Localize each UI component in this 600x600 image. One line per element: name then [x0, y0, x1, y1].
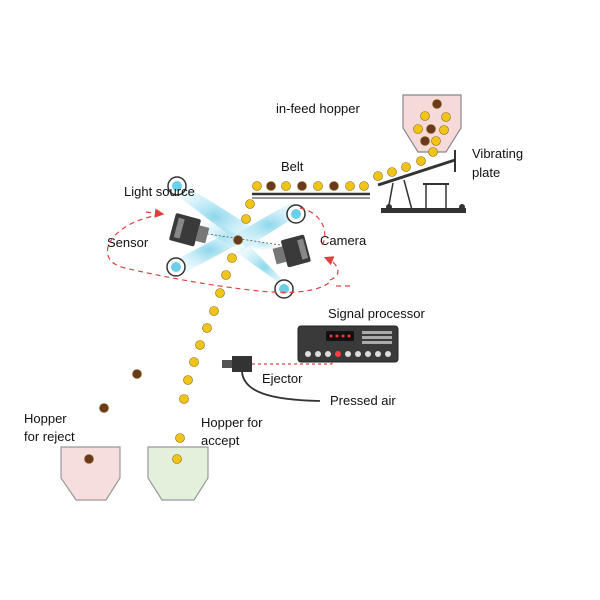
- bean-bad: [426, 124, 436, 134]
- signal-processor: [297, 325, 399, 363]
- bean-good: [179, 394, 189, 404]
- lamp-bottom-left: [166, 257, 186, 277]
- bean-good: [387, 167, 397, 177]
- hopper-reject-label-line2: for reject: [24, 429, 75, 444]
- bean-good: [359, 181, 369, 191]
- belt: [252, 192, 370, 199]
- signal-loop: [106, 207, 350, 293]
- belt-label: Belt: [281, 159, 304, 174]
- ejector-label: Ejector: [262, 371, 303, 386]
- hopper-accept-label-line2: accept: [201, 433, 240, 448]
- bean-good: [189, 357, 199, 367]
- bean-good: [172, 454, 182, 464]
- signal-processor-label: Signal processor: [328, 306, 425, 321]
- bean-good: [245, 199, 255, 209]
- bean-good: [215, 288, 225, 298]
- bean-good: [227, 253, 237, 263]
- sensor-label: Sensor: [107, 235, 149, 250]
- bean-good: [428, 147, 438, 157]
- bean-good: [183, 375, 193, 385]
- bean-good: [439, 125, 449, 135]
- bean-bad: [99, 403, 109, 413]
- bean-good: [373, 171, 383, 181]
- vibrating-plate: [377, 150, 466, 213]
- ejector: [222, 356, 333, 402]
- bean-good: [241, 214, 251, 224]
- bean-good: [313, 181, 323, 191]
- vibrating-plate-label-line2: plate: [472, 165, 500, 180]
- bean-good: [431, 136, 441, 146]
- light-source-label: Light source: [124, 184, 195, 199]
- bean-good: [175, 433, 185, 443]
- bean-good: [252, 181, 262, 191]
- bean-good: [401, 162, 411, 172]
- bean-good: [413, 124, 423, 134]
- sensor-device: [169, 213, 210, 247]
- lamp-bottom-right: [274, 279, 294, 299]
- bean-good: [416, 156, 426, 166]
- hopper-accept: [147, 446, 209, 501]
- vibrating-plate-label-line1: Vibrating: [472, 146, 523, 161]
- bean-bad: [233, 235, 243, 245]
- bean-good: [420, 111, 430, 121]
- bean-good: [345, 181, 355, 191]
- bean-bad: [329, 181, 339, 191]
- hopper-reject-label-line1: Hopper: [24, 411, 67, 426]
- bean-bad: [420, 136, 430, 146]
- camera-device: [272, 234, 311, 268]
- bean-good: [202, 323, 212, 333]
- pressed-air-label: Pressed air: [330, 393, 396, 408]
- bean-good: [195, 340, 205, 350]
- bean-bad: [432, 99, 442, 109]
- light-beams: [170, 186, 306, 290]
- bean-bad: [266, 181, 276, 191]
- bean-good: [441, 112, 451, 122]
- hopper-accept-label-line1: Hopper for: [201, 415, 263, 430]
- bean-good: [221, 270, 231, 280]
- bean-bad: [297, 181, 307, 191]
- lamp-top-left: [167, 176, 187, 196]
- camera-label: Camera: [320, 233, 367, 248]
- infeed-hopper: [402, 94, 462, 153]
- beans: [84, 99, 451, 464]
- bean-bad: [132, 369, 142, 379]
- bean-good: [281, 181, 291, 191]
- lamp-top-right: [286, 204, 306, 224]
- bean-bad: [84, 454, 94, 464]
- bean-good: [209, 306, 219, 316]
- infeed-hopper-label: in-feed hopper: [276, 101, 361, 116]
- hopper-reject: [60, 446, 121, 501]
